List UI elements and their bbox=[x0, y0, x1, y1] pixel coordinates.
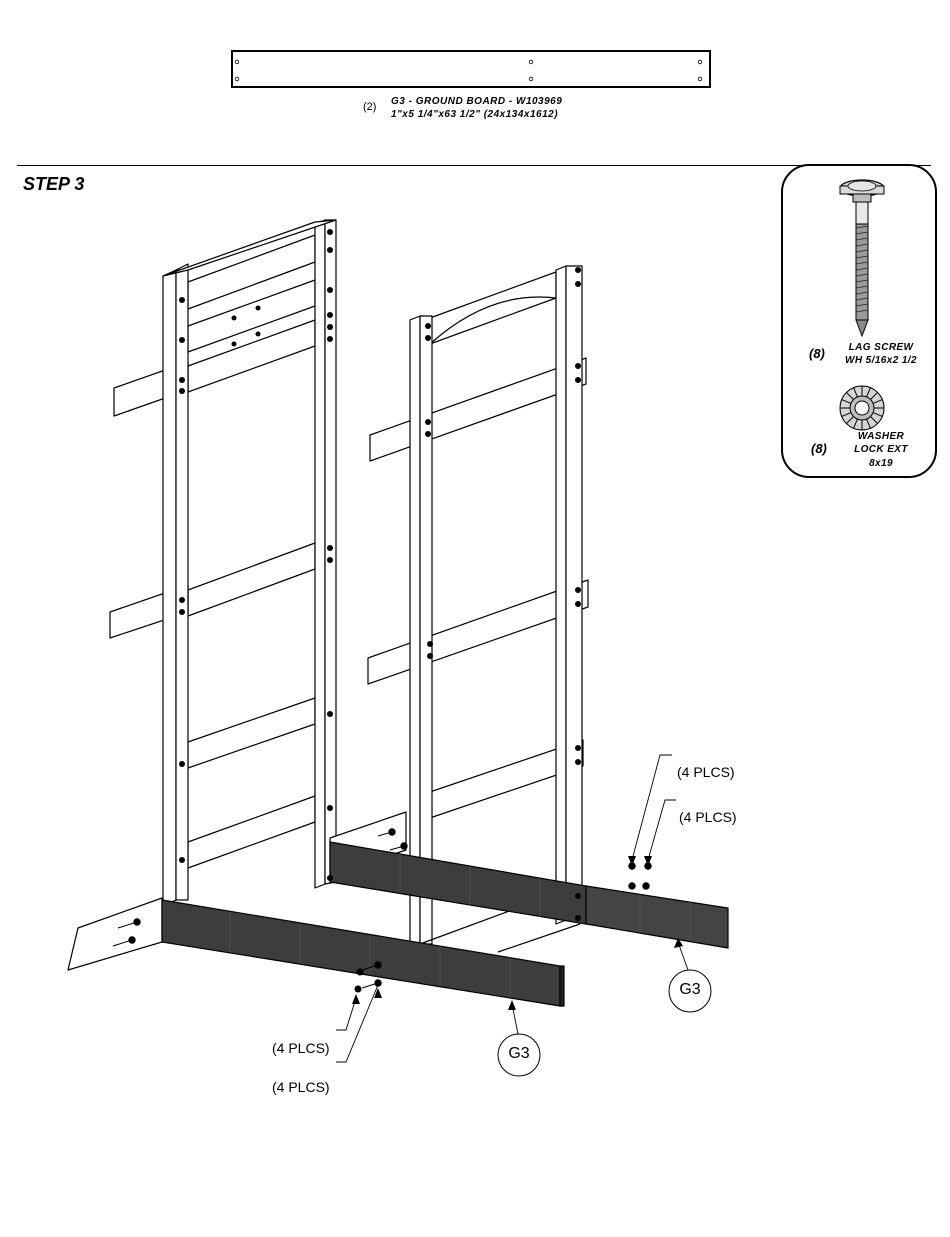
right-rung-top bbox=[430, 272, 556, 344]
callout-g3-right: G3 bbox=[670, 981, 710, 999]
left-post-right bbox=[325, 220, 336, 884]
plcs-label-left-upper: (4 PLCS) bbox=[272, 1040, 330, 1056]
plcs-label-right-lower: (4 PLCS) bbox=[679, 809, 737, 825]
plcs-label-right-upper: (4 PLCS) bbox=[677, 764, 735, 780]
ground-board-back-end bbox=[586, 886, 728, 948]
left-post-right-edge bbox=[315, 220, 325, 888]
right-post-right-edge bbox=[556, 266, 566, 924]
right-rung-2 bbox=[368, 580, 588, 684]
plcs-label-left-lower: (4 PLCS) bbox=[272, 1079, 330, 1095]
left-rung-5 bbox=[188, 698, 315, 768]
right-post-left bbox=[420, 316, 432, 944]
ground-board-back bbox=[330, 842, 586, 924]
left-rung-4 bbox=[188, 543, 315, 616]
left-post-back-edge bbox=[163, 270, 176, 906]
left-rung-6 bbox=[188, 796, 315, 868]
left-lower-side-board bbox=[68, 898, 162, 970]
callout-g3-left: G3 bbox=[499, 1045, 539, 1063]
right-rung-1 bbox=[370, 358, 586, 461]
right-post-left-edge bbox=[410, 316, 420, 948]
left-post-left bbox=[176, 270, 188, 900]
